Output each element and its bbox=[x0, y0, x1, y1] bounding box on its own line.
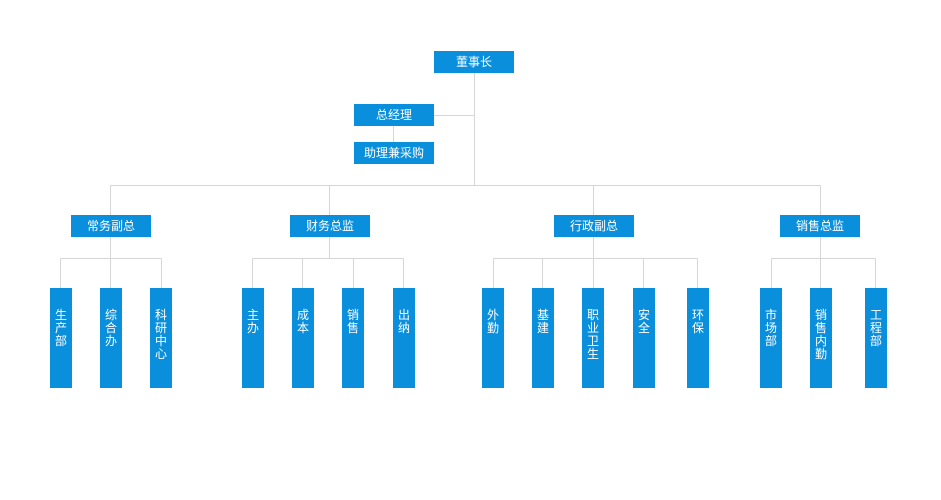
unit-label: 销售 bbox=[346, 308, 359, 335]
unit-label: 科研中心 bbox=[154, 308, 167, 361]
dept-head-label: 财务总监 bbox=[305, 219, 354, 233]
unit-label: 市场部 bbox=[764, 308, 777, 348]
unit-label: 生产部 bbox=[54, 308, 67, 348]
unit-label: 安全 bbox=[637, 308, 650, 335]
unit-label: 综合办 bbox=[104, 308, 117, 348]
unit-label: 工程部 bbox=[869, 308, 882, 348]
unit-box: 环保 bbox=[687, 288, 709, 388]
unit-box: 综合办 bbox=[100, 288, 122, 388]
unit-box: 出纳 bbox=[393, 288, 415, 388]
unit-box: 工程部 bbox=[865, 288, 887, 388]
dept-head-box: 财务总监 bbox=[290, 215, 370, 237]
dept-head-label: 行政副总 bbox=[569, 219, 618, 233]
unit-box: 安全 bbox=[633, 288, 655, 388]
unit-label: 职业卫生 bbox=[586, 308, 599, 361]
unit-label: 外勤 bbox=[486, 308, 499, 335]
unit-box: 销售 bbox=[342, 288, 364, 388]
unit-box: 生产部 bbox=[50, 288, 72, 388]
unit-box: 科研中心 bbox=[150, 288, 172, 388]
general-manager-label: 总经理 bbox=[375, 108, 412, 122]
unit-label: 基建 bbox=[536, 308, 549, 335]
unit-box: 外勤 bbox=[482, 288, 504, 388]
unit-label: 环保 bbox=[691, 308, 704, 335]
assistant-box: 助理兼采购 bbox=[354, 142, 434, 164]
unit-box: 销售内勤 bbox=[810, 288, 832, 388]
unit-label: 出纳 bbox=[397, 308, 410, 335]
dept-head-label: 销售总监 bbox=[795, 219, 844, 233]
chairman-box: 董事长 bbox=[434, 51, 514, 73]
unit-label: 成本 bbox=[296, 308, 309, 335]
unit-box: 职业卫生 bbox=[582, 288, 604, 388]
unit-box: 基建 bbox=[532, 288, 554, 388]
chairman-label: 董事长 bbox=[455, 55, 492, 69]
unit-box: 市场部 bbox=[760, 288, 782, 388]
general-manager-box: 总经理 bbox=[354, 104, 434, 126]
dept-head-box: 销售总监 bbox=[780, 215, 860, 237]
unit-label: 主办 bbox=[246, 308, 259, 335]
unit-label: 销售内勤 bbox=[814, 308, 827, 361]
dept-head-label: 常务副总 bbox=[86, 219, 135, 233]
dept-head-box: 行政副总 bbox=[554, 215, 634, 237]
dept-head-box: 常务副总 bbox=[71, 215, 151, 237]
unit-box: 成本 bbox=[292, 288, 314, 388]
assistant-label: 助理兼采购 bbox=[363, 146, 424, 160]
unit-box: 主办 bbox=[242, 288, 264, 388]
